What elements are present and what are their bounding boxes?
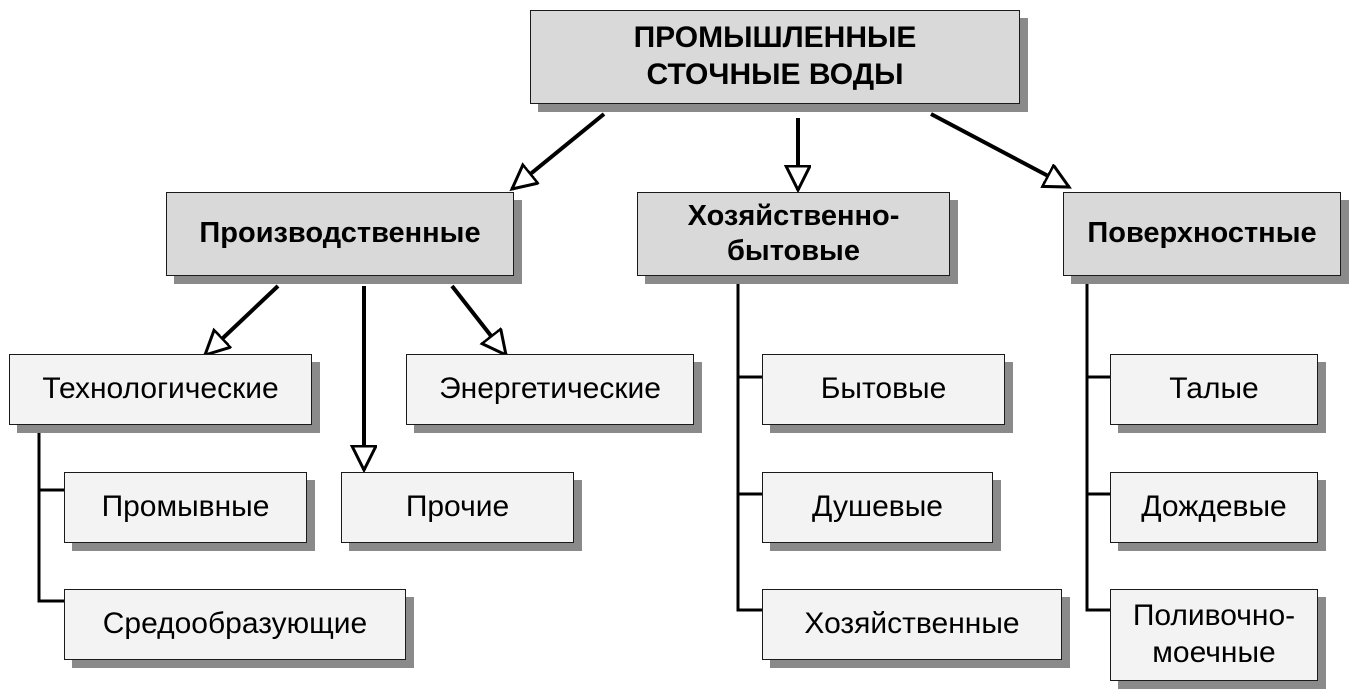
- node-shower: Душевые: [762, 472, 993, 543]
- category-production: Производственные: [166, 192, 514, 276]
- category-household-label: Хозяйственно- бытовые: [687, 199, 900, 267]
- node-washing: Поливочно- моечные: [1110, 589, 1318, 681]
- root-node: ПРОМЫШЛЕННЫЕ СТОЧНЫЕ ВОДЫ: [530, 10, 1020, 104]
- node-domestic-label: Бытовые: [820, 372, 947, 406]
- category-production-label: Производственные: [199, 217, 481, 250]
- node-rain: Дождевые: [1110, 472, 1318, 543]
- node-other-label: Прочие: [405, 490, 510, 524]
- arrow-production-energy: [450, 284, 506, 355]
- bracket-technological: [37, 432, 64, 603]
- arrow-production-technological: [205, 284, 280, 355]
- arrow-root-surface: [930, 112, 1069, 189]
- node-energy: Энергетические: [406, 354, 694, 425]
- node-environment-forming-label: Средообразующие: [102, 607, 368, 641]
- node-rain-label: Дождевые: [1141, 490, 1287, 524]
- node-melt-label: Талые: [1169, 372, 1259, 406]
- node-rinsing: Промывные: [64, 472, 307, 543]
- bracket-surface: [1085, 276, 1110, 612]
- category-surface: Поверхностные: [1063, 192, 1341, 276]
- node-washing-label: Поливочно- моечные: [1132, 599, 1296, 669]
- category-surface-label: Поверхностные: [1087, 217, 1317, 250]
- bracket-household: [736, 276, 762, 612]
- node-economic-label: Хозяйственные: [804, 607, 1020, 641]
- category-household: Хозяйственно- бытовые: [637, 192, 950, 276]
- node-melt: Талые: [1110, 354, 1318, 425]
- arrow-root-production: [512, 112, 606, 189]
- node-shower-label: Душевые: [812, 490, 943, 524]
- node-technological-label: Технологические: [42, 372, 279, 406]
- node-economic: Хозяйственные: [762, 589, 1062, 660]
- node-environment-forming: Средообразующие: [64, 589, 406, 660]
- node-other: Прочие: [341, 472, 574, 543]
- node-domestic: Бытовые: [762, 354, 1005, 425]
- node-rinsing-label: Промывные: [101, 490, 270, 524]
- root-label: ПРОМЫШЛЕННЫЕ СТОЧНЫЕ ВОДЫ: [633, 21, 917, 91]
- node-technological: Технологические: [9, 354, 312, 425]
- node-energy-label: Энергетические: [439, 372, 661, 406]
